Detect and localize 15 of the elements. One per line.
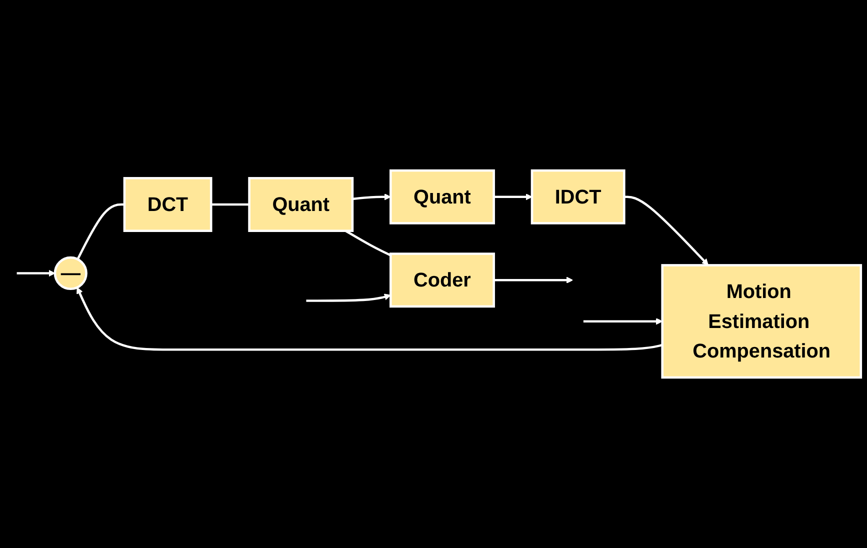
node-box: IDCT [530,169,626,224]
arrow [306,294,391,302]
node-box: Coder [390,252,495,308]
arrow [624,196,709,266]
node-box: Motion Estimation Compensation [661,264,862,379]
node-box: Quant [390,169,495,224]
arrow [583,318,663,325]
node-box: Quant [248,177,354,232]
arrow [352,194,391,200]
arrow [494,194,532,200]
node-box: DCT [123,177,212,232]
arrow [494,276,574,284]
node-circle: — [54,256,88,290]
arrow [76,287,663,351]
arrow [16,270,56,277]
